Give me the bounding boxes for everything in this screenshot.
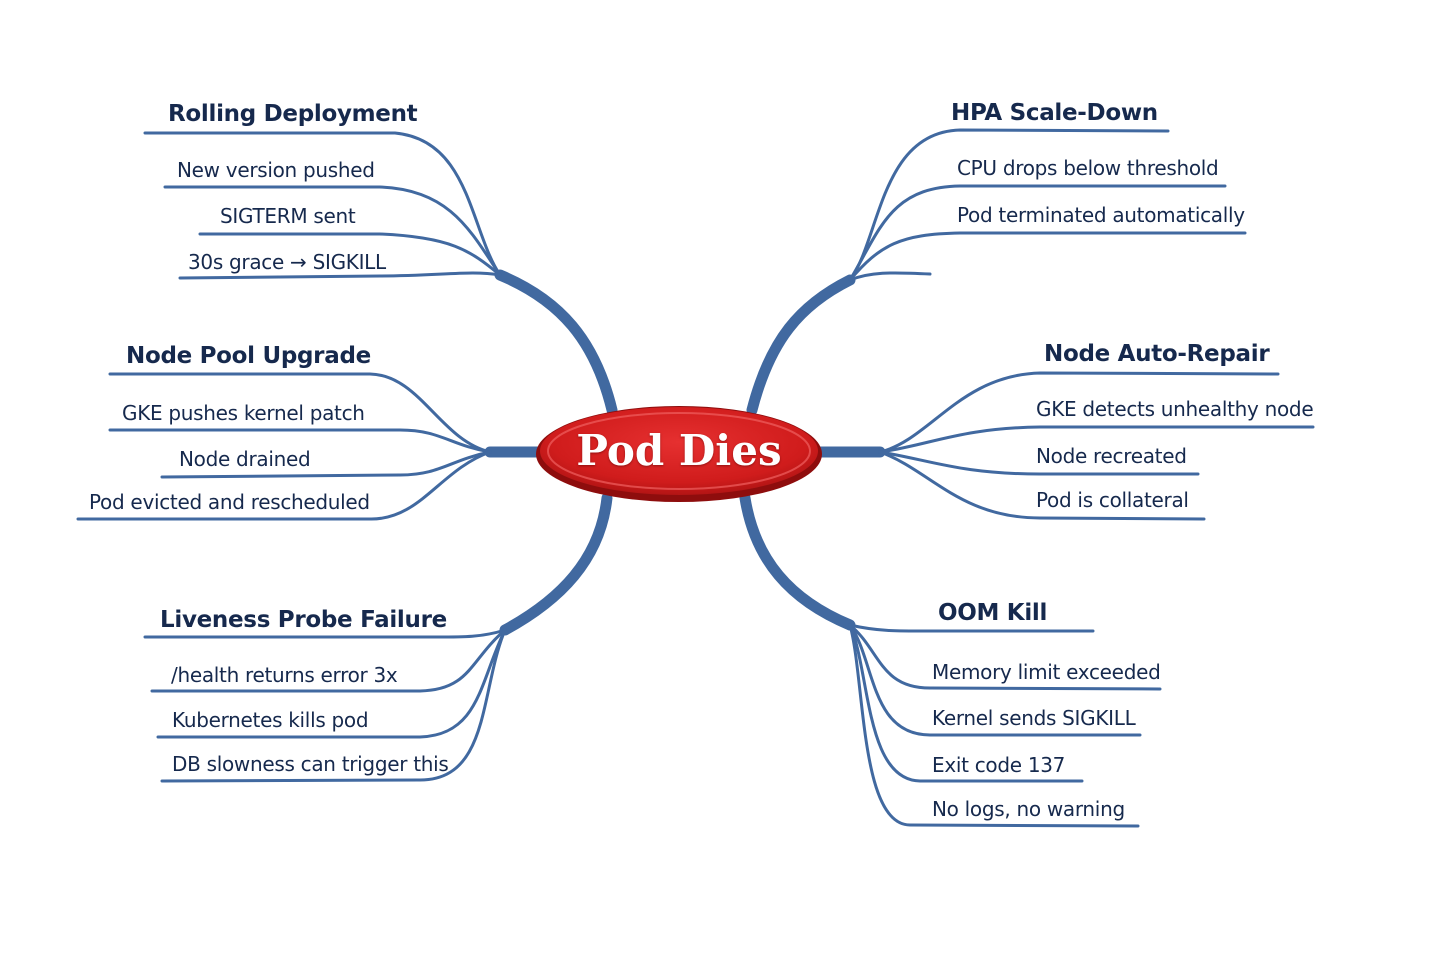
leaf-kernel-sends-sigkill: Kernel sends SIGKILL <box>932 706 1136 730</box>
leaf-cpu-drops: CPU drops below threshold <box>957 156 1219 180</box>
leaf-sigterm-sent: SIGTERM sent <box>220 204 356 228</box>
leaf-new-version-pushed: New version pushed <box>177 158 375 182</box>
leaf-exit-code-137: Exit code 137 <box>932 753 1066 777</box>
leaf-node-drained: Node drained <box>179 447 311 471</box>
trunk-oom-kill <box>739 492 856 631</box>
topic-rolling-deployment: Rolling Deployment <box>168 101 418 127</box>
leaf-memory-limit-exceeded: Memory limit exceeded <box>932 660 1161 684</box>
leaf-pod-evicted-rescheduled: Pod evicted and rescheduled <box>89 490 370 514</box>
leaf-30s-grace-sigkill: 30s grace → SIGKILL <box>188 250 386 274</box>
topic-node-pool-upgrade: Node Pool Upgrade <box>126 343 371 369</box>
leaf-health-returns-error: /health returns error 3x <box>171 663 398 687</box>
topic-node-auto-repair: Node Auto-Repair <box>1044 341 1270 367</box>
leaf-node-recreated: Node recreated <box>1036 444 1187 468</box>
trunk-rolling-deployment <box>494 269 618 416</box>
center-node-label: Pod Dies <box>576 426 782 475</box>
leaf-db-slowness: DB slowness can trigger this <box>172 752 449 776</box>
leaf-pod-terminated-automatically: Pod terminated automatically <box>957 203 1245 227</box>
leaf-gke-detects-unhealthy-node: GKE detects unhealthy node <box>1036 397 1314 421</box>
topic-oom-kill: OOM Kill <box>938 600 1048 626</box>
leaf-gke-pushes-kernel-patch: GKE pushes kernel patch <box>122 401 365 425</box>
trunk-hpa-scale-down <box>746 274 856 416</box>
leaf-pod-is-collateral: Pod is collateral <box>1036 488 1189 512</box>
leaf-kubernetes-kills-pod: Kubernetes kills pod <box>172 708 369 732</box>
topic-liveness-probe-failure: Liveness Probe Failure <box>160 607 447 633</box>
trunk-liveness-probe <box>499 492 613 636</box>
leaf-no-logs-no-warning: No logs, no warning <box>932 797 1125 821</box>
center-node-shape <box>536 406 822 502</box>
topic-hpa-scale-down: HPA Scale-Down <box>951 100 1158 126</box>
